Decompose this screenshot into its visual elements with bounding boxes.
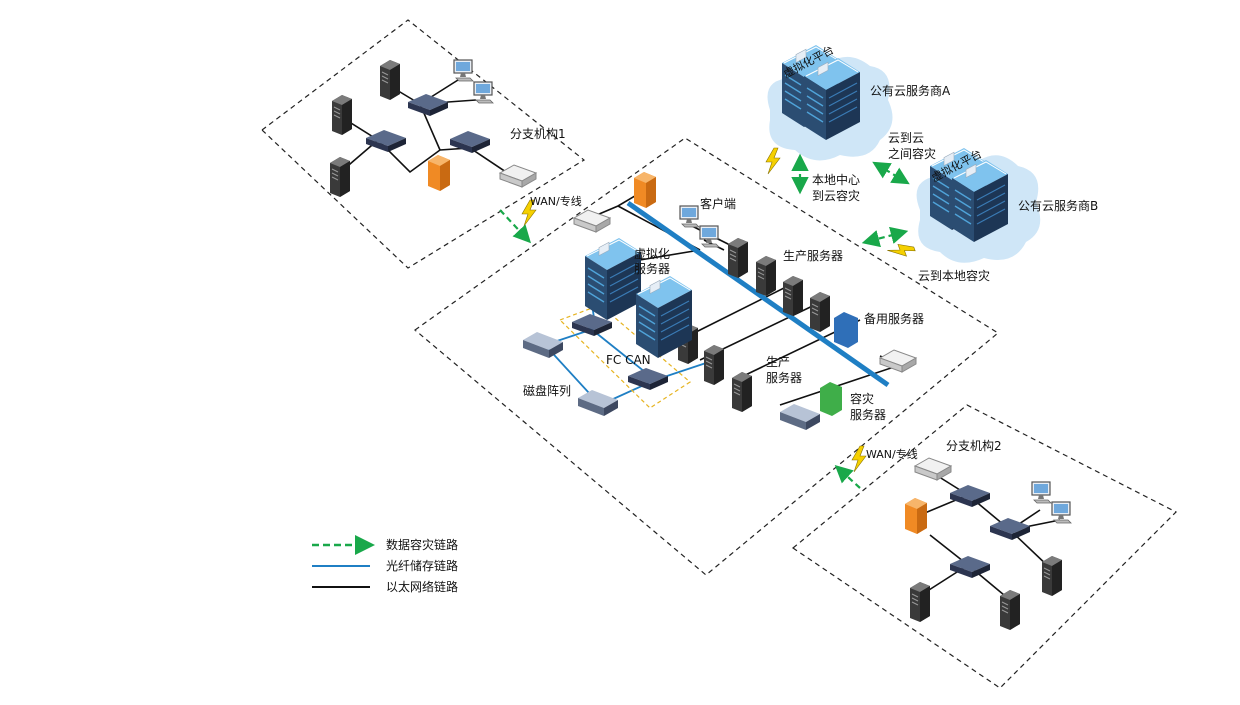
dr-server-label-2: 服务器 — [850, 407, 886, 422]
branch2-server-icon — [909, 581, 931, 623]
dc-firewall-icon — [634, 172, 656, 208]
fc-switch-icon — [628, 368, 668, 390]
dc-edge-router-icon — [879, 349, 917, 373]
branch2-server-icon — [1041, 555, 1063, 597]
virt-server-label-1: 虚拟化 — [634, 247, 670, 261]
branch2-pc-icon — [1031, 481, 1052, 504]
dc-dr-server-icon — [820, 382, 842, 416]
disk-array-icon — [578, 390, 618, 416]
branch1-server-icon — [331, 94, 353, 136]
wan2-label: WAN/专线 — [866, 447, 918, 461]
cloud-to-local-dr-link — [861, 226, 909, 248]
branch2-pc-icon — [1051, 501, 1072, 524]
fc-can-label: FC CAN — [606, 353, 651, 367]
virt-server-label-2: 服务器 — [634, 261, 670, 276]
branch2-router-icon — [914, 457, 952, 481]
branch2-region — [791, 404, 1178, 689]
cloud-to-cloud-dr-link — [872, 161, 910, 185]
cloud-to-local-label: 云到本地容灾 — [918, 268, 990, 283]
dc-prod-server-icon — [727, 237, 749, 279]
branch1-network — [329, 59, 537, 198]
branch1-server-icon — [379, 59, 401, 101]
branch2-dr-link — [834, 465, 861, 489]
datacenter-network — [523, 172, 917, 430]
dc-client-pc-icon — [679, 205, 700, 228]
cloud-to-local-lightning-icon — [886, 239, 917, 262]
wan2-lightning-icon — [851, 445, 867, 473]
branch1-pc-icon — [453, 59, 474, 82]
dc-client-pc-icon — [699, 225, 720, 248]
datacenter-region — [414, 137, 1000, 576]
cloud-to-cloud-label-1: 云到云 — [888, 131, 924, 145]
cloud-to-cloud-label-2: 之间容灾 — [888, 146, 936, 161]
branch1-region — [261, 19, 586, 269]
virt-server-rack-icon — [584, 237, 642, 321]
client-label: 客户端 — [700, 196, 736, 211]
local-to-cloud-label-1: 本地中心 — [812, 172, 860, 187]
standby-server-label: 备用服务器 — [864, 311, 924, 326]
prod-server-top-label: 生产服务器 — [783, 248, 843, 263]
branch2-server-icon — [999, 589, 1021, 631]
cloud-a: 虚拟化平台 — [767, 42, 893, 161]
dc-dr-disk-icon — [780, 404, 820, 430]
dc-prod-server-icon — [755, 255, 777, 297]
legend-item-ethernet: 以太网络链路 — [386, 579, 458, 594]
dc-prod-server-icon — [782, 275, 804, 317]
wan1-label: WAN/专线 — [530, 194, 582, 208]
legend-item-dr: 数据容灾链路 — [386, 537, 458, 552]
dc-standby-server-icon — [834, 312, 858, 348]
local-to-cloud-label-2: 到云容灾 — [812, 188, 860, 203]
branch1-label: 分支机构1 — [510, 126, 566, 141]
disk-array-icon — [523, 332, 563, 358]
legend-item-fiber: 光纤储存链路 — [386, 558, 458, 573]
cloud-a-label: 公有云服务商A — [870, 83, 951, 98]
dr-server-label-1: 容灾 — [850, 391, 874, 406]
fiber-backbone — [626, 200, 890, 388]
branch2-firewall-icon — [905, 498, 927, 534]
branch1-switch-icon — [366, 130, 406, 152]
branch2-label: 分支机构2 — [946, 438, 1002, 453]
branch1-firewall-icon — [428, 155, 450, 191]
dc-prod-server-icon — [809, 291, 831, 333]
prod-server-mid-label-2: 服务器 — [766, 370, 802, 385]
local-to-cloud-lightning-icon — [765, 147, 781, 175]
fc-san-group — [558, 304, 691, 409]
branch1-router-icon — [499, 164, 537, 188]
branch1-switch-icon — [408, 94, 448, 116]
branch1-dr-link — [499, 209, 532, 244]
legend: 数据容灾链路 光纤储存链路 以太网络链路 — [312, 535, 458, 594]
disk-array-label: 磁盘阵列 — [523, 383, 571, 398]
dc-prod-server-icon — [703, 344, 725, 386]
branch2-network — [905, 457, 1072, 631]
branch1-pc-icon — [473, 81, 494, 104]
cloud-b-label: 公有云服务商B — [1018, 198, 1098, 213]
branch2-switch-icon — [950, 556, 990, 578]
branch1-server-icon — [329, 156, 351, 198]
dc-prod-server-icon — [731, 371, 753, 413]
prod-server-mid-label-1: 生产 — [766, 355, 790, 369]
